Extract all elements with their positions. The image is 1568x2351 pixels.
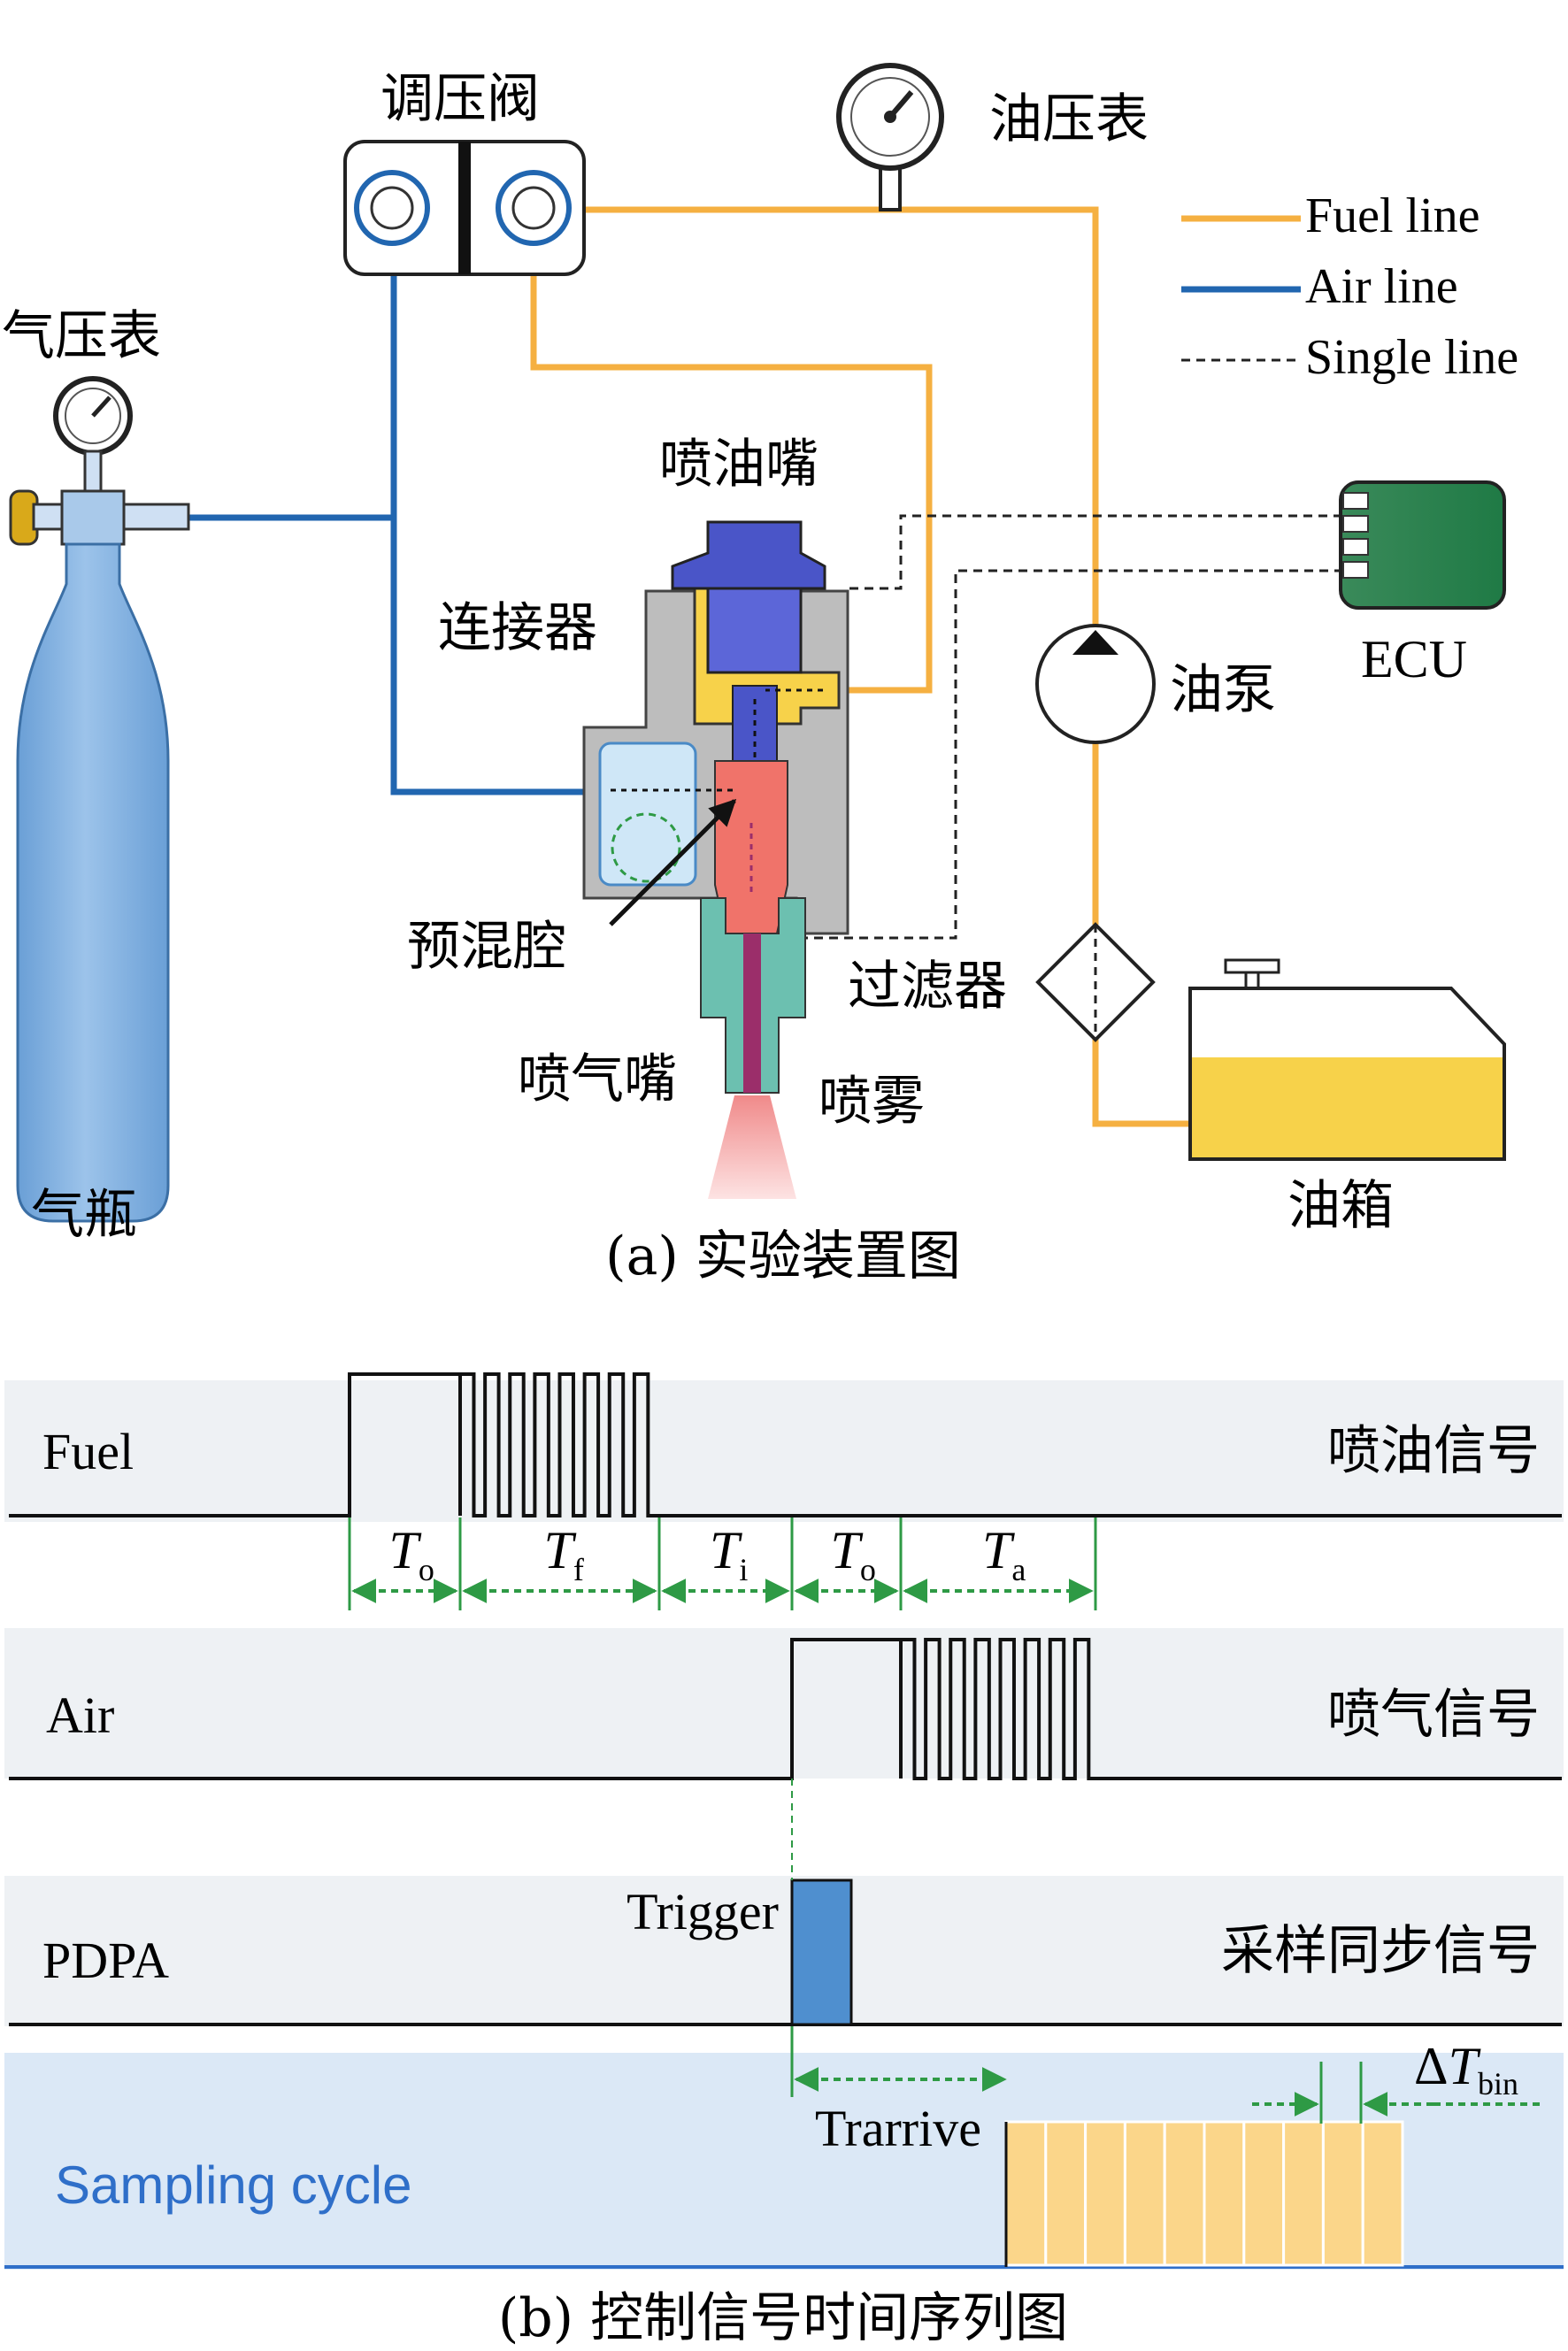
air-gauge-label: 气压表 [2,305,161,367]
filter-label: 过滤器 [848,956,1007,1018]
fuel-band [4,1380,1564,1522]
pressure-valve-label: 调压阀 [380,68,540,130]
premix-label: 预混腔 [407,916,566,978]
bin-sym: T [1449,2037,1481,2095]
oil-gauge-label: 油压表 [989,88,1149,150]
air-lines [186,273,584,795]
interval-label: Ti [710,1521,748,1587]
signal-fuel-name: Fuel [42,1423,134,1480]
timing-caption: (b) 控制信号时间序列图 [498,2287,1068,2349]
interval-label: To [831,1521,876,1587]
injector-assembly [582,520,849,1199]
tank-label: 油箱 [1287,1175,1394,1237]
oil-pump [1035,624,1156,744]
signal-fuel-desc: 喷油信号 [1327,1420,1540,1482]
sampling-bin [1361,2120,1404,2267]
legend-fuel-label: Fuel line [1305,188,1480,243]
signal-air-desc: 喷气信号 [1327,1684,1540,1746]
interval-label: To [389,1521,434,1587]
sampling-bins [1004,2120,1404,2267]
air-gauge [53,376,133,497]
svg-text:ΔTbin: ΔTbin [1414,2037,1518,2101]
air-band [4,1628,1564,1779]
pdpa-band [4,1876,1564,2026]
trigger-pulse [790,1878,853,2026]
oil-tank [1188,958,1506,1161]
cylinder-label: 气瓶 [31,1184,137,1246]
bin-width-marker: ΔTbin [1252,2037,1544,2124]
bin-prefix: Δ [1414,2037,1449,2095]
trigger-label: Trigger [626,1883,779,1940]
sampling-bin [1242,2120,1286,2267]
fuel-waveform [9,1372,1562,1517]
legend-air-label: Air line [1305,259,1458,314]
air-nozzle-label: 喷气嘴 [518,1049,677,1110]
gas-cylinder [9,489,190,1223]
pressure-regulator-valve [343,140,586,276]
signal-pdpa-desc: 采样同步信号 [1221,1920,1540,1982]
sampling-bin [1321,2120,1364,2267]
oil-gauge [836,63,944,211]
sampling-bin [1044,2120,1088,2267]
sampling-bin [1203,2120,1246,2267]
sampling-bin [1123,2120,1166,2267]
signal-air-name: Air [46,1686,114,1744]
bin-sub: bin [1478,2066,1518,2101]
interval-markers: To Tf Ti To Ta [348,1517,1097,1610]
arrive-label: Trarrive [815,2100,981,2157]
interval-label: Ta [982,1521,1026,1587]
connector-label: 连接器 [438,597,597,659]
setup-caption: (a) 实验装置图 [605,1225,961,1287]
oil-pump-label: 油泵 [1170,659,1276,721]
fuel-lines [530,206,1190,1127]
signal-pdpa-name: PDPA [42,1932,169,1989]
spray-label: 喷雾 [819,1071,925,1133]
premix-pointer [609,798,737,926]
legend-single-label: Single line [1305,330,1518,385]
injector-label: 喷油嘴 [659,434,819,496]
ecu-label: ECU [1361,630,1467,688]
ecu [1339,480,1506,610]
sampling-bin [1163,2120,1206,2267]
air-waveform [9,1638,1562,1780]
interval-label: Tf [544,1521,584,1587]
setup-diagram: Fuel line Air line Single line [2,63,1518,1287]
filter [1035,922,1156,1042]
sampling-bin [1282,2120,1325,2267]
sampling-label: Sampling cycle [55,2155,412,2215]
signal-lines [805,514,1343,940]
sampling-bin [1004,2120,1048,2267]
legend: Fuel line Air line Single line [1181,188,1518,385]
timing-diagram: Fuel 喷油信号 Air 喷气信号 PDPA 采样同步信号 Trigger T… [4,1372,1564,2349]
sampling-bin [1084,2120,1126,2267]
